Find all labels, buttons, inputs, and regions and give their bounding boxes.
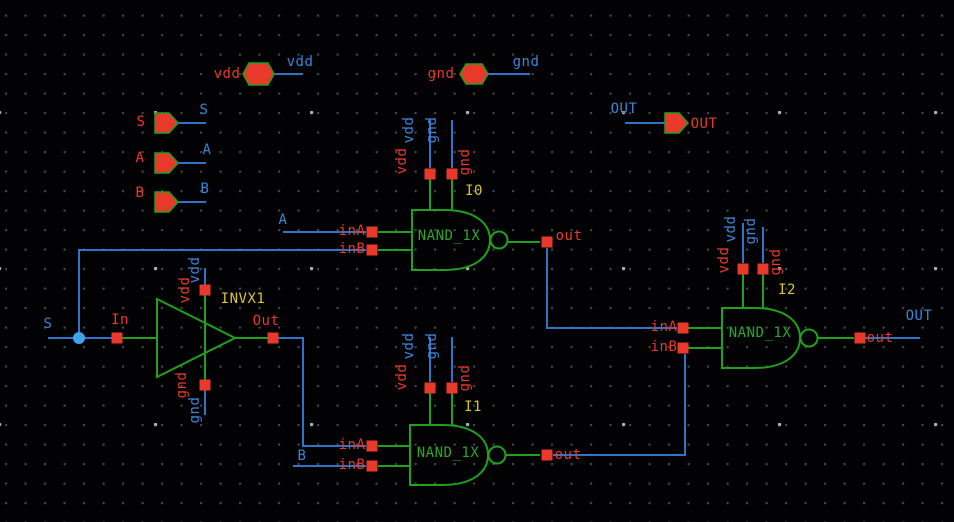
pin-square-gnd[interactable] (757, 263, 769, 275)
i1-pin-label-inB: inB (338, 457, 366, 473)
i2-net-label-gnd[interactable]: gnd (743, 217, 759, 245)
i2-net-label-vdd[interactable]: vdd (723, 215, 739, 243)
i1-cell-label: NAND_1X (416, 445, 480, 461)
vdd-hexagon-pin-icon[interactable] (242, 62, 275, 86)
i2-cell-label: NAND_1X (728, 325, 792, 341)
net-label-a[interactable]: A (278, 212, 288, 228)
s-port-pin-label: S (136, 114, 146, 130)
i0-pin-label-inB: inB (338, 241, 366, 257)
pin-square-gnd[interactable] (446, 382, 458, 394)
i0-instance-name[interactable]: I0 (465, 183, 483, 199)
i1-pin-label-inA: inA (338, 437, 366, 453)
pin-square-out[interactable] (541, 236, 553, 248)
inverter-INVX1[interactable] (111, 284, 279, 391)
gnd-port-net-label[interactable]: gnd (512, 54, 540, 70)
wires (48, 73, 920, 467)
i0-pin-label-out: out (555, 228, 583, 244)
vdd-port-net-label[interactable]: vdd (286, 54, 314, 70)
invx1-pin-label-out: Out (252, 313, 280, 329)
i2-pin-label-inB: inB (650, 339, 678, 355)
pin-square-inA[interactable] (366, 440, 378, 452)
pin-square-inA[interactable] (366, 226, 378, 238)
wire-nand1-out-to-nand2-inB[interactable] (553, 354, 686, 456)
pin-square-inA[interactable] (677, 322, 689, 334)
pin-square-vdd[interactable] (424, 168, 436, 180)
pin-square-inB[interactable] (677, 342, 689, 354)
pin-square-inB[interactable] (366, 460, 378, 472)
wire-junction-dot[interactable] (73, 332, 85, 344)
gnd-port-pin-label: gnd (427, 66, 455, 82)
nand-gate-I0[interactable] (366, 168, 553, 271)
pin-square-gnd[interactable] (199, 379, 211, 391)
i2-pin-label-vdd: vdd (716, 246, 732, 274)
input-pin-a-icon[interactable] (154, 152, 180, 174)
i1-instance-name[interactable]: I1 (464, 399, 482, 415)
i0-cell-label: NAND_1X (417, 228, 481, 244)
invx1-pin-label-gnd: gnd (174, 371, 190, 399)
pin-square-vdd[interactable] (424, 382, 436, 394)
i2-pin-label-gnd: gnd (768, 248, 784, 276)
out-port-pin-label: OUT (690, 116, 718, 132)
invx1-net-label-vdd[interactable]: vdd (187, 256, 203, 284)
i2-pin-label-out: out (866, 330, 894, 346)
a-port-net-label[interactable]: A (202, 142, 212, 158)
i0-pin-label-vdd: vdd (394, 147, 410, 175)
i1-pin-label-vdd: vdd (394, 363, 410, 391)
wire-nand0-out-to-nand2-inA[interactable] (546, 248, 677, 329)
i1-pin-label-gnd: gnd (457, 364, 473, 392)
pin-square-out[interactable] (541, 449, 553, 461)
b-port-net-label[interactable]: B (200, 181, 210, 197)
pin-square-inB[interactable] (366, 244, 378, 256)
invx1-net-label-gnd[interactable]: gnd (187, 396, 203, 424)
gnd-hexagon-pin-icon[interactable] (459, 63, 489, 85)
net-label-out[interactable]: OUT (905, 308, 933, 324)
pin-square-out[interactable] (854, 332, 866, 344)
s-port-net-label[interactable]: S (199, 102, 209, 118)
net-label-s[interactable]: S (43, 316, 53, 332)
i0-pin-label-inA: inA (338, 223, 366, 239)
i0-net-label-gnd[interactable]: gnd (424, 116, 440, 144)
net-label-b[interactable]: B (297, 448, 307, 464)
invx1-pin-label-in: In (111, 312, 129, 328)
i1-net-label-vdd[interactable]: vdd (401, 332, 417, 360)
vdd-port-pin-label: vdd (213, 66, 241, 82)
pin-square-vdd[interactable] (737, 263, 749, 275)
i2-pin-label-inA: inA (650, 319, 678, 335)
i1-pin-label-out: out (554, 447, 582, 463)
b-port-pin-label: B (135, 185, 145, 201)
i0-net-label-vdd[interactable]: vdd (401, 116, 417, 144)
input-pin-b-icon[interactable] (154, 191, 180, 213)
pin-square-vdd[interactable] (199, 284, 211, 296)
pin-square-out[interactable] (267, 332, 279, 344)
invx1-instance-name[interactable]: INVX1 (220, 291, 266, 307)
a-port-pin-label: A (135, 150, 145, 166)
pin-square-in[interactable] (111, 332, 123, 344)
nand-gate-I2[interactable] (677, 263, 866, 369)
i0-pin-label-gnd: gnd (457, 148, 473, 176)
nand-gate-I1[interactable] (366, 382, 553, 486)
i1-net-label-gnd[interactable]: gnd (424, 332, 440, 360)
input-pin-s-icon[interactable] (154, 112, 180, 134)
wire-inverter-out-to-nand1-inA[interactable] (278, 337, 366, 447)
output-pin-out-icon[interactable] (664, 112, 690, 134)
wire-s-to-nand0-inB[interactable] (78, 249, 366, 338)
out-port-net-label[interactable]: OUT (610, 101, 638, 117)
i2-instance-name[interactable]: I2 (778, 282, 796, 298)
pin-square-gnd[interactable] (446, 168, 458, 180)
